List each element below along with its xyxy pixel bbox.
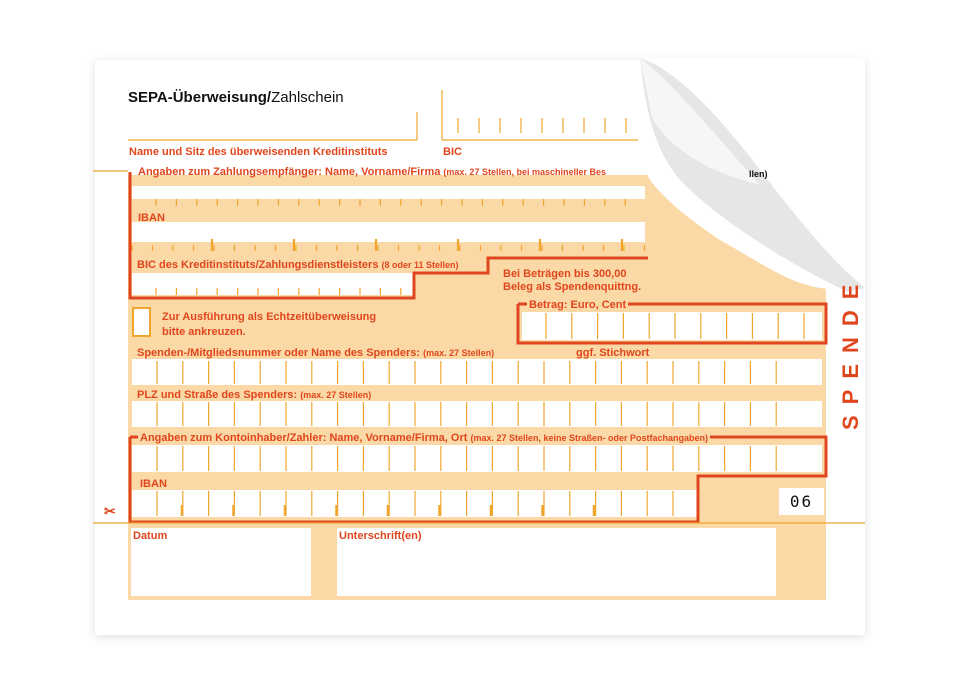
street-strip[interactable] (132, 401, 822, 427)
donor-number-strip[interactable] (132, 359, 822, 385)
signature-label: Unterschrift(en) (339, 530, 422, 542)
payee-iban-strip[interactable] (132, 222, 645, 242)
payee-frame (128, 172, 648, 300)
form-title: SEPA-Überweisung/Zahlschein (128, 89, 344, 106)
date-label: Datum (133, 530, 168, 542)
keyword-label: ggf. Stichwort (576, 347, 650, 359)
payee-name-strip (132, 186, 645, 199)
payee-bic-label: BIC des Kreditinstituts/Zahlungsdienstle… (137, 259, 459, 271)
instant-checkbox[interactable] (132, 307, 151, 337)
amount-label: Betrag: Euro, Cent (527, 299, 629, 311)
amount-frame (516, 302, 828, 345)
receipt-note: Bei Beträgen bis 300,00 Beleg als Spende… (503, 268, 642, 293)
bic-top-label: BIC (443, 146, 462, 158)
payer-frame (128, 435, 828, 524)
date-field[interactable] (131, 528, 311, 596)
payer-name-strip[interactable] (132, 445, 822, 472)
donor-number-label: Spenden-/Mitgliedsnummer oder Name des S… (137, 347, 495, 359)
instant-label: Zur Ausführung als Echtzeitüberweisung b… (162, 311, 377, 338)
signature-field[interactable] (337, 528, 776, 596)
bank-label: Name und Sitz des überweisenden Kreditin… (129, 146, 388, 158)
scissor-icon: ✂ (104, 503, 116, 519)
payee-hint-tail: llen) (749, 169, 768, 179)
form-code: 06 (779, 488, 824, 515)
payee-label: Angaben zum Zahlungsempfänger: Name, Vor… (138, 166, 606, 178)
side-label-spende: SPENDE (838, 273, 863, 430)
payer-label: Angaben zum Kontoinhaber/Zahler: Name, V… (138, 432, 711, 444)
payee-iban-label: IBAN (138, 212, 165, 224)
payer-iban-label: IBAN (140, 478, 167, 490)
street-label: PLZ und Straße des Spenders: (max. 27 St… (137, 389, 372, 401)
payee-bic-strip[interactable] (132, 273, 414, 295)
